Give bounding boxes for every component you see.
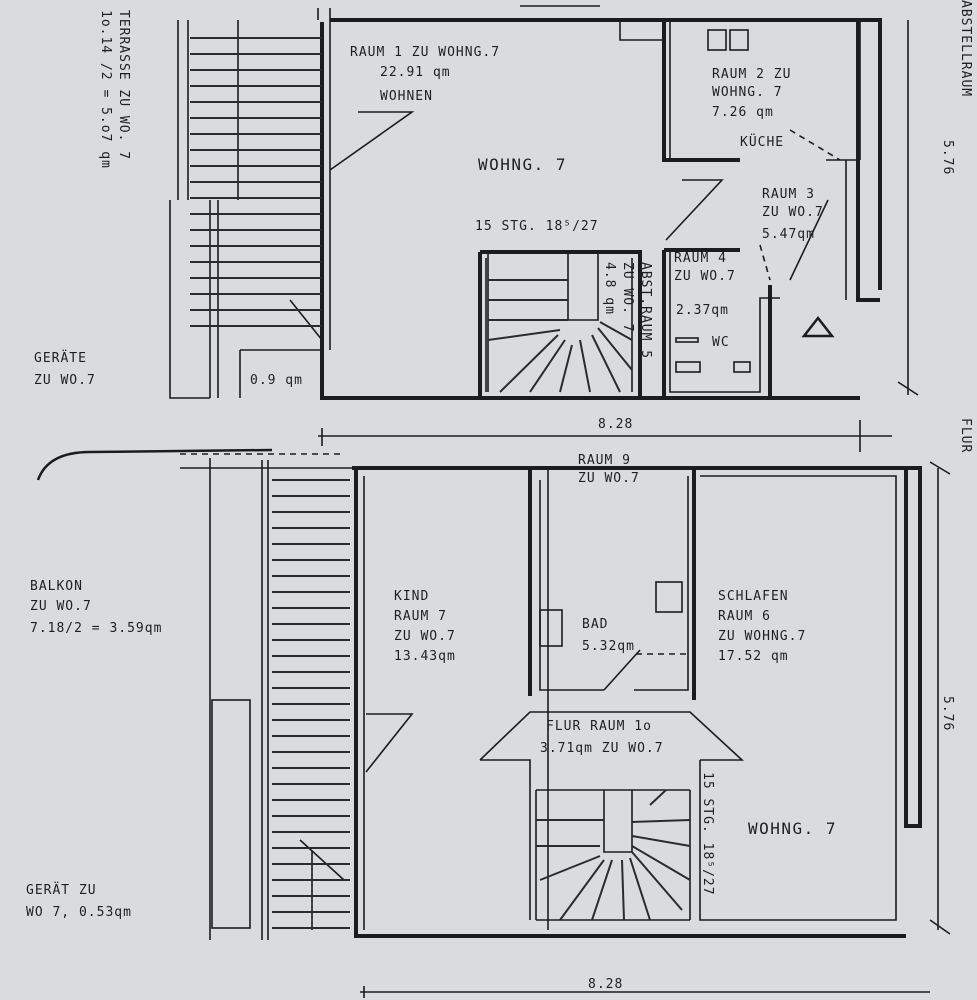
raum2-owner: WOHNG. 7 <box>712 85 783 100</box>
raum4-owner: ZU WO.7 <box>674 269 736 284</box>
upper-spiral-stairs <box>487 252 633 393</box>
schlafen-area: 17.52 qm <box>718 649 789 664</box>
bad-label: BAD <box>582 617 608 632</box>
raum9-label: RAUM 9 <box>578 453 631 468</box>
terrasse-label: TERRASSE ZU WO. 7 <box>116 10 131 160</box>
schlafen-owner: ZU WOHNG.7 <box>718 629 806 644</box>
lower-dimensions <box>360 461 951 998</box>
lower-spiral-stairs <box>535 789 691 921</box>
abstellraum-group: ABSTELLRAUM <box>958 0 973 97</box>
lower-plan-walls <box>180 453 922 940</box>
lower-left-stair-lines <box>272 479 350 929</box>
lower-stairs-group: 15 STG. 18⁵/27 <box>700 772 715 896</box>
abst-label-group: ABST.RAUM 5 ZU WO. 7 4.8 qm <box>602 262 653 359</box>
bad-area: 5.32qm <box>582 639 635 654</box>
geraet-area: WO 7, 0.53qm <box>26 905 132 920</box>
wohng-label-lower: WOHNG. 7 <box>748 819 837 838</box>
kind-room: RAUM 7 <box>394 609 447 624</box>
balcony-outline <box>36 448 273 481</box>
raum4-area: 2.37qm <box>676 303 729 318</box>
lower-height-dim-group: 5.76 <box>940 696 955 731</box>
balkon-owner: ZU WO.7 <box>30 599 92 614</box>
kind-area: 13.43qm <box>394 649 456 664</box>
schlafen-room: RAUM 6 <box>718 609 771 624</box>
upper-labels: RAUM 1 ZU WOHNG.7 22.91 qm WOHNEN WOHNG.… <box>34 0 973 453</box>
balkon-area: 7.18/2 = 3.59qm <box>30 621 162 636</box>
upper-dimensions <box>318 20 919 452</box>
abstellraum-label: ABSTELLRAUM <box>958 0 973 97</box>
abst-area: 4.8 qm <box>602 262 617 315</box>
raum2-use: KÜCHE <box>740 133 784 150</box>
lower-height-dim: 5.76 <box>940 696 955 731</box>
geraete-owner: ZU WO.7 <box>34 373 96 388</box>
small-area-label: 0.9 qm <box>250 373 303 388</box>
kind-label: KIND <box>394 589 429 604</box>
raum3-area: 5.47qm <box>762 227 815 242</box>
balkon-label: BALKON <box>30 579 83 594</box>
lower-stairs-label: 15 STG. 18⁵/27 <box>700 772 715 896</box>
upper-height-dim: 5.76 <box>940 140 955 175</box>
upper-plan-walls <box>169 5 882 400</box>
upper-height-dim-group: 5.76 <box>940 140 955 175</box>
terrasse-area: 1o.14 /2 = 5.o7 qm <box>98 10 113 169</box>
raum1-label: RAUM 1 ZU WOHNG.7 <box>350 45 500 60</box>
flur-label: FLUR RAUM 1o <box>546 719 652 734</box>
raum3-owner: ZU WO.7 <box>762 205 824 220</box>
upper-left-stair-lines <box>190 37 322 327</box>
upper-width-dim: 8.28 <box>598 417 633 432</box>
raum1-area: 22.91 qm <box>380 65 451 80</box>
wohng-label-upper: WOHNG. 7 <box>478 155 567 174</box>
lower-width-dim: 8.28 <box>588 977 623 992</box>
schlafen-label: SCHLAFEN <box>718 589 789 604</box>
kind-owner: ZU WO.7 <box>394 629 456 644</box>
flur-side-group: FLUR <box>958 418 973 453</box>
raum3-label: RAUM 3 <box>762 187 815 202</box>
raum2-area: 7.26 qm <box>712 105 774 120</box>
geraet-label: GERÄT ZU <box>26 882 97 898</box>
upper-stairs-label: 15 STG. 18⁵/27 <box>475 219 599 234</box>
raum1-use: WOHNEN <box>380 89 433 104</box>
raum9-owner: ZU WO.7 <box>578 471 640 486</box>
abst-label: ABST.RAUM 5 <box>638 262 653 359</box>
raum4-label: RAUM 4 <box>674 251 727 266</box>
terrasse-label-group: TERRASSE ZU WO. 7 1o.14 /2 = 5.o7 qm <box>98 10 131 169</box>
lower-labels: RAUM 9 ZU WO.7 BALKON ZU WO.7 7.18/2 = 3… <box>26 453 955 992</box>
flur-area: 3.71qm ZU WO.7 <box>540 741 664 756</box>
abst-owner: ZU WO. 7 <box>620 262 635 333</box>
flur-side-label: FLUR <box>958 418 973 453</box>
geraete-label: GERÄTE <box>34 350 87 366</box>
raum2-label: RAUM 2 ZU <box>712 67 791 82</box>
raum4-use: WC <box>712 335 730 350</box>
